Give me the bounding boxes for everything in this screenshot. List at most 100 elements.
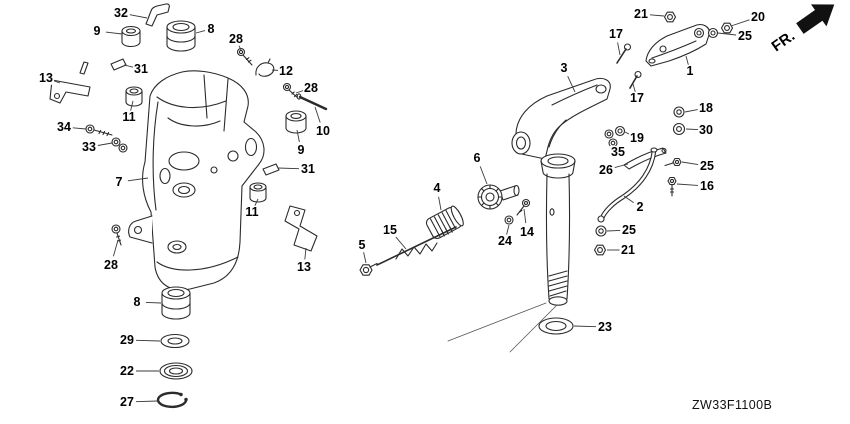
bushing-9-right-drawing bbox=[285, 110, 307, 134]
bracket-32-drawing bbox=[145, 3, 170, 27]
part-label-5: 5 bbox=[357, 237, 367, 252]
shaft-15-drawing bbox=[376, 226, 457, 266]
leader-line-25 bbox=[606, 229, 621, 232]
leader-line-17 bbox=[632, 83, 636, 93]
leader-line-32 bbox=[129, 14, 148, 19]
part-label-26: 26 bbox=[598, 162, 614, 177]
part-label-21: 21 bbox=[620, 242, 636, 257]
bolt-14-drawing bbox=[516, 198, 531, 216]
part-label-4: 4 bbox=[432, 180, 442, 195]
bolt-25-mid-drawing bbox=[664, 157, 682, 167]
part-label-29: 29 bbox=[119, 332, 135, 347]
part-label-24: 24 bbox=[497, 233, 513, 248]
part-label-6: 6 bbox=[472, 150, 482, 165]
part-label-28: 28 bbox=[303, 80, 319, 95]
nut-20-drawing bbox=[720, 22, 734, 34]
leader-line-11 bbox=[130, 100, 134, 111]
part-label-20: 20 bbox=[750, 9, 766, 24]
bushing-11-right-drawing bbox=[249, 182, 267, 203]
rod-2-drawing bbox=[597, 147, 658, 223]
leader-line-20 bbox=[730, 19, 750, 27]
bolt-5-drawing bbox=[359, 262, 378, 276]
pin-31-top-drawing bbox=[110, 58, 127, 71]
leader-line-16 bbox=[676, 183, 699, 186]
bolt-17-upper-drawing bbox=[616, 43, 632, 64]
washer-24-drawing bbox=[504, 215, 514, 225]
part-label-10: 10 bbox=[315, 123, 331, 138]
leader-line-9 bbox=[296, 129, 300, 143]
part-label-28: 28 bbox=[228, 31, 244, 46]
fr-label: FR. bbox=[769, 27, 799, 55]
part-label-28: 28 bbox=[103, 257, 119, 272]
leader-line-26 bbox=[614, 163, 629, 169]
fr-direction-arrow: FR. bbox=[769, 4, 835, 55]
leader-line-13 bbox=[304, 247, 307, 260]
bushing-9-top-drawing bbox=[121, 25, 141, 48]
leader-line-27 bbox=[135, 400, 158, 403]
leader-line-30 bbox=[685, 128, 699, 131]
part-label-27: 27 bbox=[119, 394, 135, 409]
leader-line-24 bbox=[506, 224, 510, 235]
bolt-17-lower-drawing bbox=[629, 70, 642, 89]
part-label-17: 17 bbox=[608, 26, 624, 41]
snap-ring-27-drawing bbox=[156, 391, 188, 409]
bracket-1-drawing bbox=[645, 24, 710, 67]
leader-line-25 bbox=[717, 32, 737, 36]
part-label-17: 17 bbox=[629, 90, 645, 105]
leader-line-33 bbox=[97, 142, 113, 146]
bolt-28-lower-drawing bbox=[111, 224, 122, 246]
part-label-8: 8 bbox=[132, 294, 142, 309]
part-label-15: 15 bbox=[382, 222, 398, 237]
part-label-7: 7 bbox=[114, 174, 124, 189]
leader-line-8 bbox=[195, 30, 206, 34]
leader-line-18 bbox=[684, 109, 698, 113]
nut-21-top-drawing bbox=[663, 11, 677, 23]
part-label-18: 18 bbox=[698, 100, 714, 115]
part-label-31: 31 bbox=[133, 61, 149, 76]
part-label-33: 33 bbox=[81, 139, 97, 154]
leader-line-2 bbox=[623, 195, 634, 203]
part-label-3: 3 bbox=[559, 60, 569, 75]
part-label-9: 9 bbox=[92, 23, 102, 38]
bolt-28-top-drawing bbox=[236, 47, 253, 66]
washer-18-drawing bbox=[673, 106, 685, 118]
part-label-2: 2 bbox=[635, 199, 645, 214]
leader-line-34 bbox=[72, 127, 87, 130]
washers-33-drawing bbox=[111, 137, 128, 153]
washer-30-drawing bbox=[672, 122, 686, 136]
washer-25-lower-drawing bbox=[595, 225, 607, 237]
clip-12-drawing bbox=[255, 58, 275, 77]
part-label-13: 13 bbox=[38, 70, 54, 85]
washer-19-drawing bbox=[614, 125, 626, 137]
leader-line-31 bbox=[277, 167, 300, 170]
part-label-11: 11 bbox=[121, 109, 137, 124]
bolt-34-drawing bbox=[85, 124, 113, 137]
leader-line-1 bbox=[685, 55, 689, 66]
part-label-9: 9 bbox=[296, 142, 306, 157]
leader-line-23 bbox=[573, 325, 597, 328]
leader-line-9 bbox=[105, 31, 123, 35]
part-label-1: 1 bbox=[685, 63, 695, 78]
pin-10-drawing bbox=[296, 93, 328, 111]
part-label-25: 25 bbox=[621, 222, 637, 237]
leader-line-6 bbox=[479, 166, 488, 185]
part-label-11: 11 bbox=[244, 204, 260, 219]
fr-arrow-icon bbox=[796, 4, 835, 34]
leader-line-7 bbox=[127, 177, 149, 182]
washer-29-drawing bbox=[160, 333, 190, 349]
leader-line-11 bbox=[253, 198, 259, 207]
washers-35-drawing bbox=[604, 129, 618, 148]
washer-25-top-drawing bbox=[707, 27, 719, 39]
leader-line-25 bbox=[681, 161, 699, 166]
swivel-shaft-3-drawing bbox=[447, 77, 611, 353]
leader-lines-layer bbox=[51, 14, 750, 403]
leader-line-8 bbox=[145, 301, 162, 304]
leader-line-17 bbox=[617, 42, 621, 56]
part-label-23: 23 bbox=[597, 319, 613, 334]
part-label-25: 25 bbox=[737, 28, 753, 43]
leader-line-5 bbox=[363, 252, 367, 264]
part-label-16: 16 bbox=[699, 178, 715, 193]
bracket-13-lower-drawing bbox=[284, 205, 318, 252]
bolt-16-drawing bbox=[667, 176, 677, 197]
